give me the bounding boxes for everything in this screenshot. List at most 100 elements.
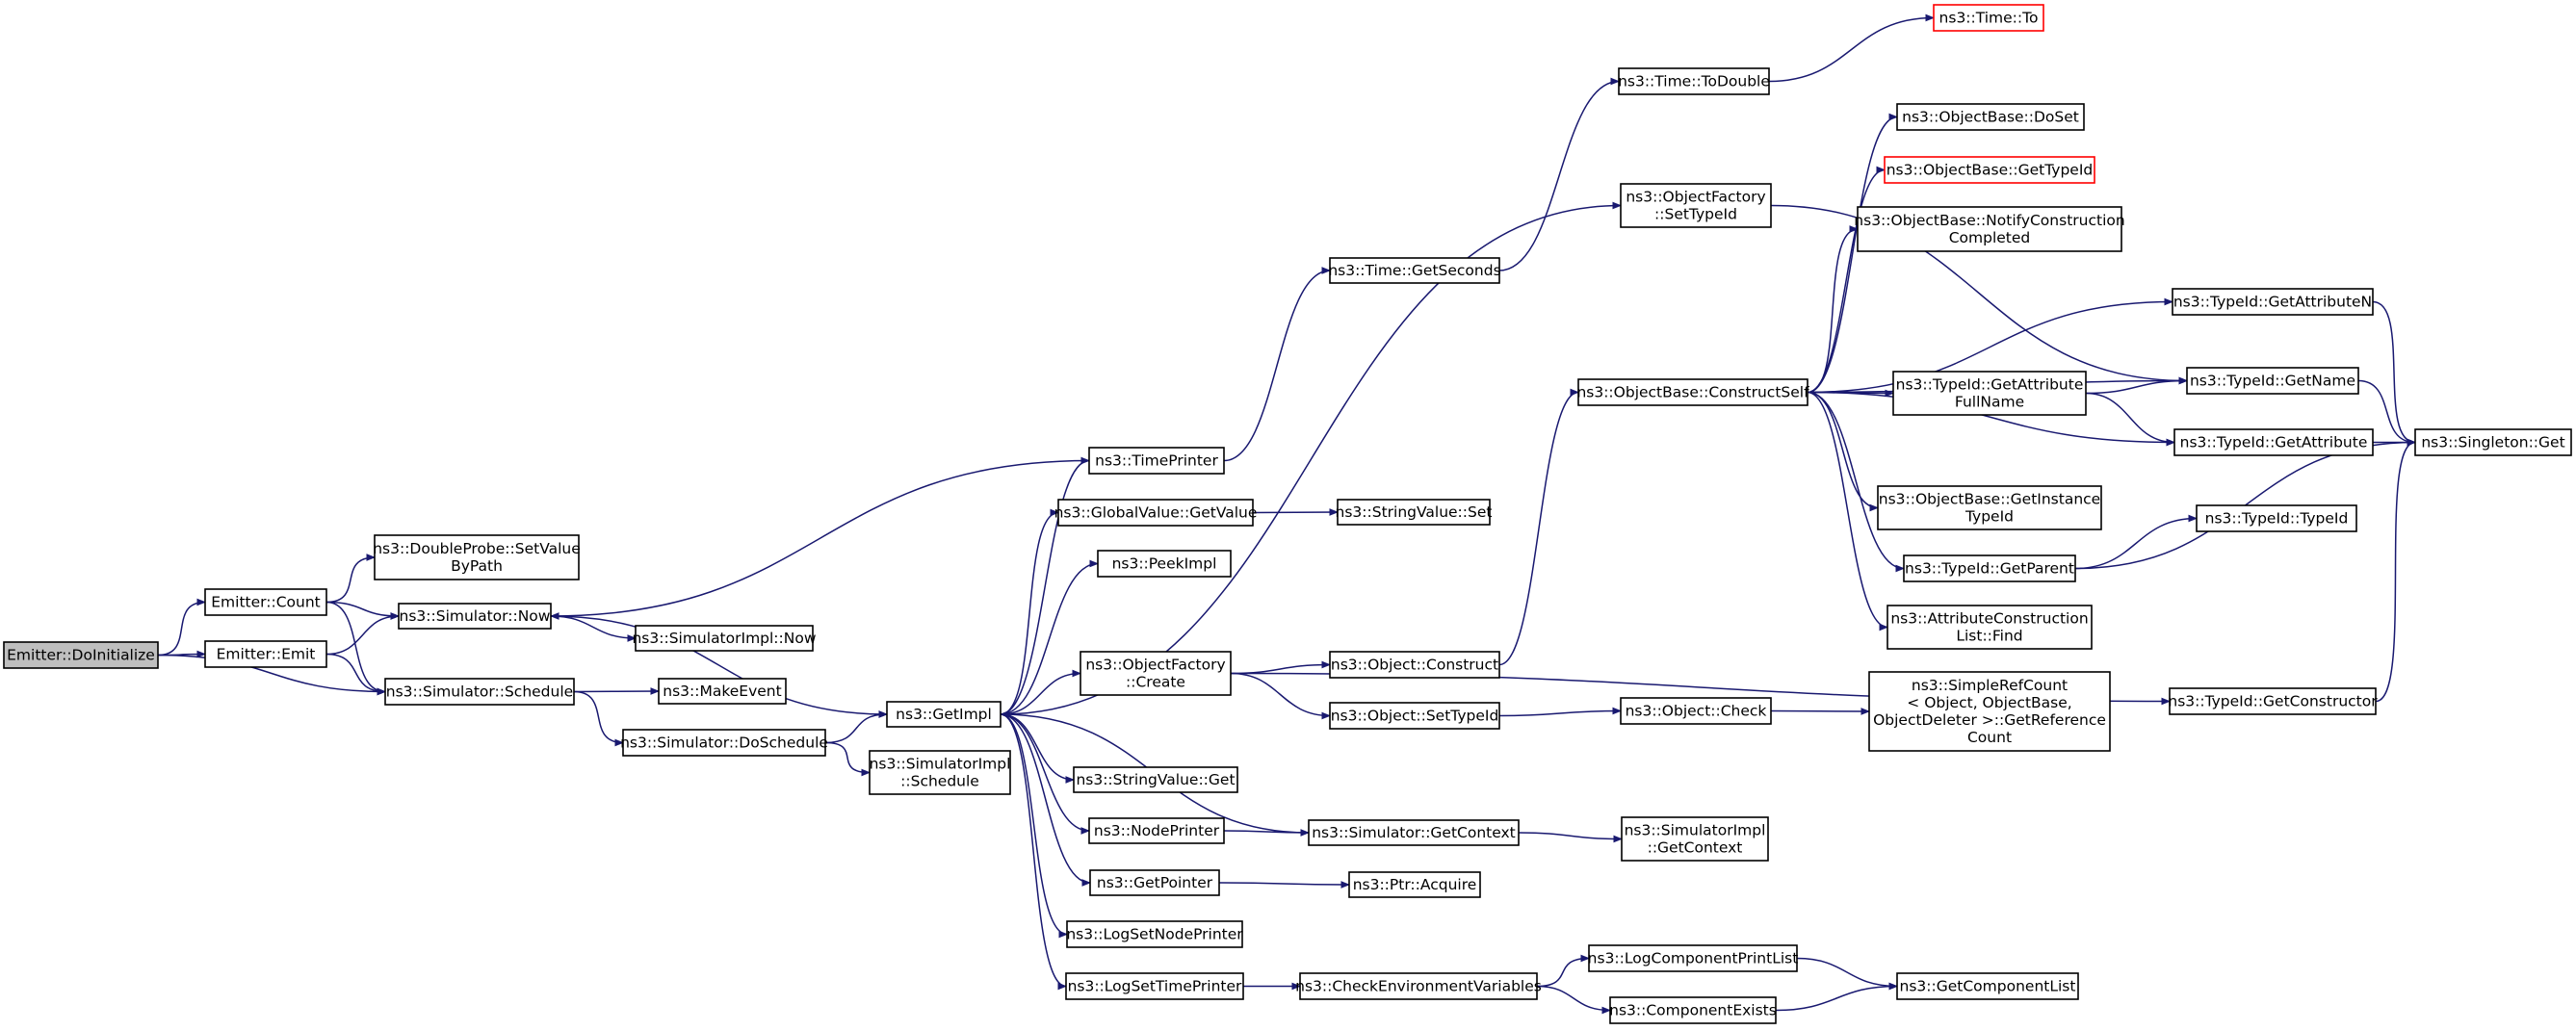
edge-n9-n17 [1000,713,1090,883]
node-box [1933,4,2044,32]
graph-node-n25[interactable]: ns3::Ptr::Acquire [1348,871,1481,898]
graph-node-n11[interactable]: ns3::TimePrinter [1088,447,1225,475]
node-label: Emitter::Emit [217,646,316,663]
graph-node-n6[interactable]: ns3::SimulatorImpl::Now [632,625,817,652]
graph-node-n1[interactable]: Emitter::Count [204,588,327,616]
edge-n9-n14 [1000,674,1080,715]
graph-node-n20[interactable]: ns3::Time::GetSeconds [1328,257,1501,284]
node-label: ns3::TypeId::GetConstructor [2168,693,2378,710]
edge-arrow [325,601,399,617]
node-box [1896,972,2079,1000]
graph-node-n40[interactable]: ns3::TypeId::GetParent [1903,554,2076,582]
node-box [1348,871,1481,898]
edge-n27-n34 [1768,18,1934,83]
edge-arrow [824,741,870,773]
edge-n44-n49 [2372,300,2415,443]
edge-n14-n22 [1230,665,1330,675]
graph-node-n49[interactable]: ns3::Singleton::Get [2414,428,2572,456]
edge-n9-n18 [1000,713,1067,935]
graph-node-n47[interactable]: ns3::TypeId::TypeId [2196,504,2357,532]
edge-arrow [1768,18,1934,83]
graph-node-n21[interactable]: ns3::StringValue::Set [1336,499,1493,526]
edge-arrow [157,654,385,692]
graph-node-n18[interactable]: ns3::LogSetNodePrinter [1066,920,1243,948]
graph-node-n5[interactable]: ns3::Simulator::Schedule [384,678,575,706]
graph-node-n14[interactable]: ns3::ObjectFactory::Create [1080,651,1232,696]
edge-n8-n10 [824,741,870,773]
node-label: ns3::AttributeConstruction [1890,610,2088,628]
graph-node-n44[interactable]: ns3::TypeId::GetAttributeN [2172,288,2374,316]
graph-node-n36[interactable]: ns3::ObjectBase::GetTypeId [1884,156,2095,184]
graph-node-n2[interactable]: Emitter::Emit [204,640,327,668]
edge-arrow [1807,391,1904,569]
graph-node-n22[interactable]: ns3::Object::Construct [1329,651,1500,679]
edge-n28-n45 [1770,204,2187,381]
graph-node-n8[interactable]: ns3::Simulator::DoSchedule [620,729,828,757]
graph-node-n34[interactable]: ns3::Time::To [1933,4,2044,32]
edge-arrow [1000,461,1089,715]
graph-node-n15[interactable]: ns3::StringValue::Get [1073,766,1238,793]
edge-n9-n19 [1000,713,1066,987]
edge-arrow [1000,713,1090,883]
graph-node-n48[interactable]: ns3::TypeId::GetConstructor [2168,687,2378,715]
edge-n12-n21 [1252,512,1338,513]
edge-arrow [1000,713,1089,831]
node-label: ns3::ComponentExists [1609,1002,1777,1019]
graph-node-n35[interactable]: ns3::ObjectBase::DoSet [1896,103,2085,131]
graph-node-n43[interactable]: ns3::GetComponentList [1896,972,2079,1000]
graph-node-n13[interactable]: ns3::PeekImpl [1097,550,1232,578]
node-box [3,641,159,669]
edge-n2-n5 [325,653,385,692]
graph-node-n31[interactable]: ns3::SimulatorImpl::GetContext [1621,816,1769,862]
edge-n48-n49 [2375,443,2415,703]
node-label: ns3::NodePrinter [1094,822,1220,839]
node-box [658,678,787,705]
node-label: ByPath [451,557,503,575]
edge-n17-n25 [1218,883,1349,885]
graph-node-n29[interactable]: ns3::ObjectBase::ConstructSelf [1576,378,1809,406]
graph-node-n32[interactable]: ns3::LogComponentPrintList [1588,944,1799,972]
node-box [1329,257,1500,284]
node-box [2186,367,2359,395]
graph-node-n17[interactable]: ns3::GetPointer [1089,869,1220,896]
graph-node-n24[interactable]: ns3::Simulator::GetContext [1308,819,1520,846]
graph-node-n42[interactable]: ns3::SimpleRefCount< Object, ObjectBase,… [1868,671,2111,752]
graph-node-n16[interactable]: ns3::NodePrinter [1088,817,1225,844]
graph-node-n33[interactable]: ns3::ComponentExists [1609,996,1777,1024]
graph-node-n27[interactable]: ns3::Time::ToDouble [1618,67,1770,95]
graph-node-n23[interactable]: ns3::Object::SetTypeId [1329,702,1500,730]
graph-node-n26[interactable]: ns3::CheckEnvironmentVariables [1295,972,1542,1000]
node-label: ns3::Simulator::GetContext [1312,824,1516,841]
edge-n14-n23 [1230,672,1330,716]
node-label: ns3::Simulator::Now [400,607,551,625]
graph-node-n12[interactable]: ns3::GlobalValue::GetValue [1054,499,1258,527]
graph-node-n45[interactable]: ns3::TypeId::GetName [2186,367,2359,395]
node-label: ns3::SimulatorImpl [1625,822,1766,839]
graph-node-n37[interactable]: ns3::ObjectBase::NotifyConstructionCompl… [1854,206,2125,252]
graph-node-n46[interactable]: ns3::TypeId::GetAttribute [2173,428,2374,456]
node-box [1620,183,1772,228]
node-label: ns3::LogSetNodePrinter [1066,926,1243,943]
graph-node-n9[interactable]: ns3::GetImpl [886,701,1002,728]
graph-node-n4[interactable]: ns3::Simulator::Now [398,603,552,630]
node-label: ns3::Time::ToDouble [1618,73,1770,90]
graph-node-n7[interactable]: ns3::MakeEvent [658,678,787,705]
node-box [1868,671,2111,752]
graph-node-n19[interactable]: ns3::LogSetTimePrinter [1065,972,1244,1000]
graph-node-n0[interactable]: Emitter::DoInitialize [3,641,159,669]
graph-node-n10[interactable]: ns3::SimulatorImpl::Schedule [869,750,1011,795]
graph-node-n30[interactable]: ns3::Object::Check [1620,697,1772,725]
node-box [886,701,1002,728]
edge-n29-n37 [1807,229,1858,394]
edge-arrow [1770,711,1869,712]
graph-node-n28[interactable]: ns3::ObjectFactory::SetTypeId [1620,183,1772,228]
edge-arrow [1807,391,1878,508]
edge-arrow [1000,713,1067,935]
node-label: ns3::ObjectFactory [1085,657,1225,674]
edge-n26-n33 [1536,985,1610,1011]
